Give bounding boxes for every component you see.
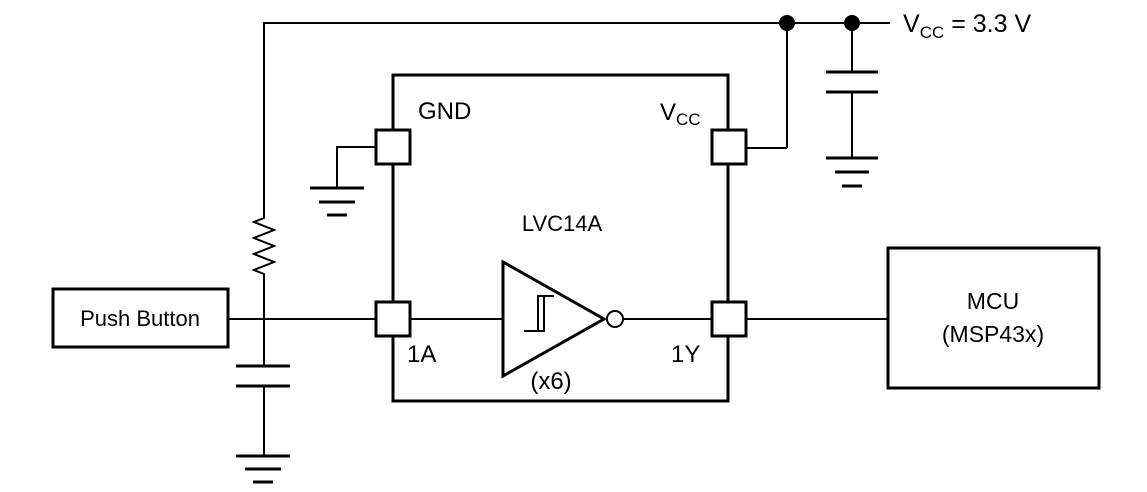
- mcu-part-label: (MSP43x): [942, 321, 1044, 347]
- gnd-pin: [374, 128, 412, 166]
- decoupling-capacitor: [826, 70, 878, 158]
- input-pin-label: 1A: [407, 341, 436, 368]
- vcc-pin: [710, 128, 748, 166]
- pull-up-resistor: [251, 182, 277, 365]
- schmitt-inverter-gate: [501, 259, 608, 379]
- gnd-pin-label: GND: [418, 98, 471, 125]
- push-button-label: Push Button: [80, 306, 200, 331]
- mcu-label: MCU: [967, 288, 1019, 314]
- hysteresis-icon: [532, 295, 554, 332]
- vcc-pin-label: VCC: [660, 99, 701, 129]
- ground-symbol: [826, 156, 878, 188]
- vcc-supply-label: VCC = 3.3 V: [903, 10, 1031, 42]
- vcc-rail-wire: [263, 22, 890, 182]
- input-pin-1a: [374, 300, 412, 338]
- mcu-block: [886, 246, 1101, 390]
- gate-multiplicity: (x6): [530, 368, 571, 395]
- vcc-junction-dot: [779, 15, 795, 31]
- gnd-wire: [336, 146, 376, 187]
- inversion-bubble: [606, 310, 624, 328]
- ground-symbol: [236, 454, 290, 484]
- output-pin-1y: [710, 300, 748, 338]
- rc-filter-capacitor: [236, 364, 290, 455]
- ground-symbol: [310, 186, 364, 217]
- output-pin-label: 1Y: [671, 341, 700, 368]
- chip-name: LVC14A: [522, 211, 603, 236]
- vcc-junction-dot: [844, 15, 860, 31]
- lvc14a-chip-body: [391, 73, 730, 403]
